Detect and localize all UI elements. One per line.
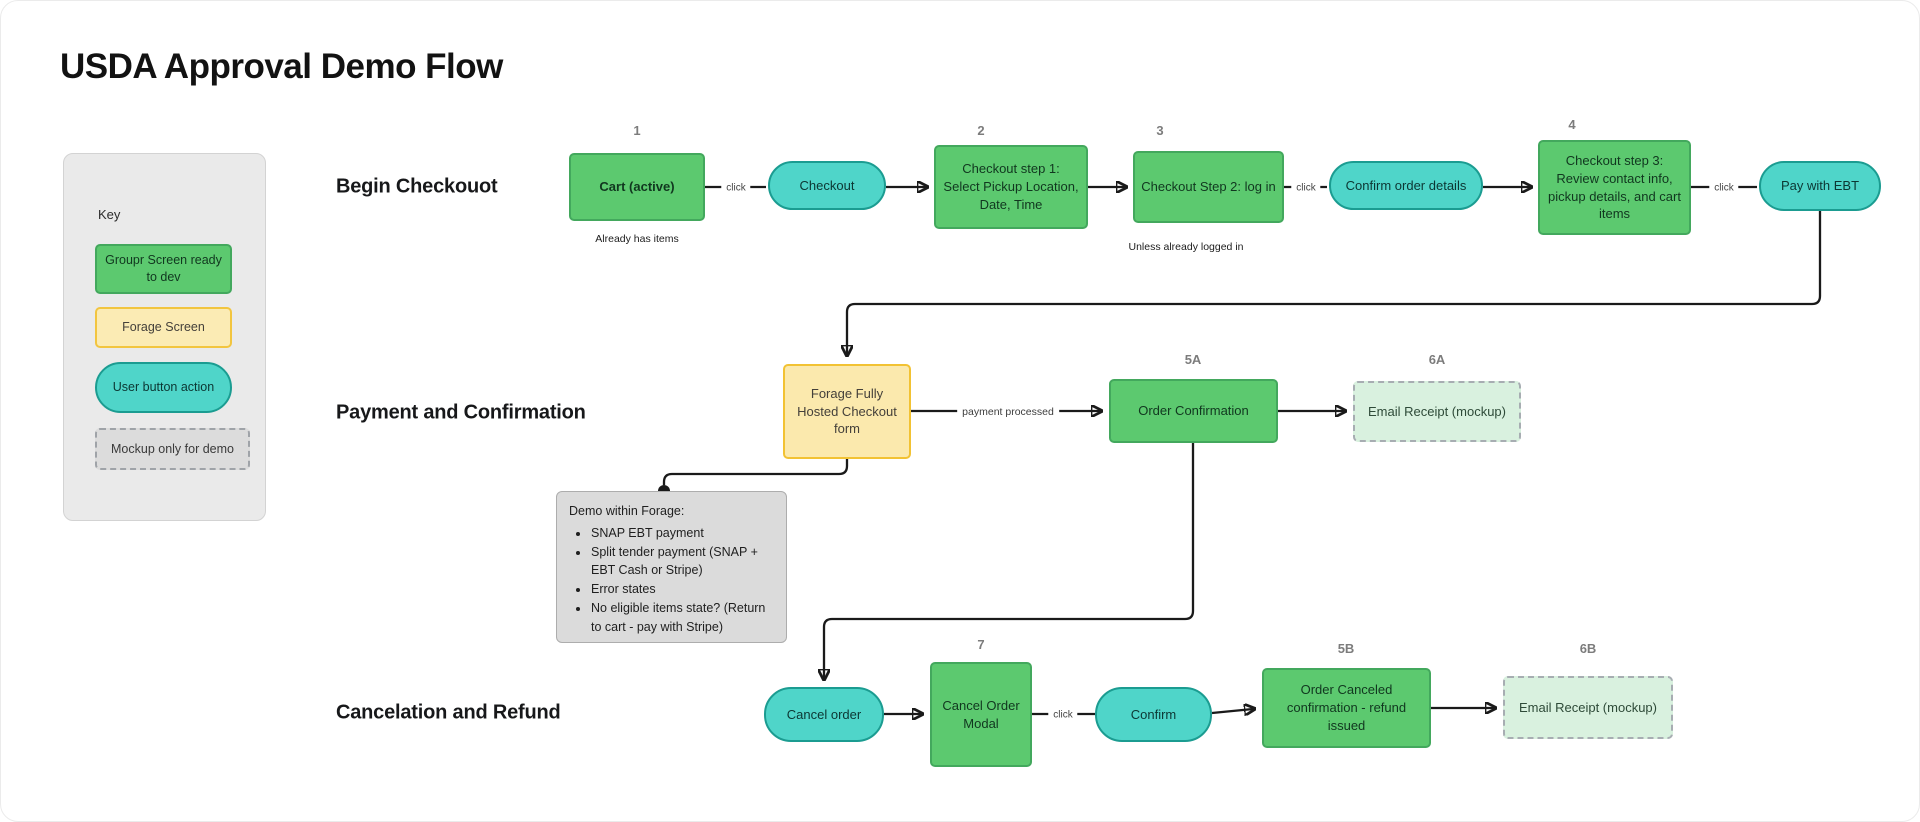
node-email-receipt-b[interactable]: Email Receipt (mockup) — [1503, 676, 1673, 739]
node-label: Pay with EBT — [1780, 178, 1860, 194]
key-panel: Key Groupr Screen ready to dev Forage Sc… — [63, 153, 266, 521]
step-number-6b: 6B — [1579, 641, 1597, 656]
caption-unless-logged-in: Unless already logged in — [1128, 241, 1244, 253]
step-number-7: 7 — [977, 637, 985, 652]
node-label: Confirm order details — [1345, 177, 1467, 193]
key-item-label: Mockup only for demo — [111, 441, 234, 456]
node-label: Order Canceled confirmation - refund iss… — [1286, 682, 1407, 733]
key-item-group-screen[interactable]: Groupr Screen ready to dev — [95, 244, 232, 294]
button-cancel-order[interactable]: Cancel order — [764, 687, 884, 742]
node-label: Cancel Order Modal — [942, 697, 1020, 731]
node-label: Email Receipt (mockup) — [1519, 699, 1657, 715]
row-label-cancelation-refund: Cancelation and Refund — [336, 701, 561, 724]
node-email-receipt-a[interactable]: Email Receipt (mockup) — [1353, 381, 1521, 442]
node-cart-active[interactable]: Cart (active) — [569, 153, 705, 221]
node-checkout-step1[interactable]: Checkout step 1: Select Pickup Location,… — [934, 145, 1088, 229]
step-number-1: 1 — [633, 123, 641, 138]
node-checkout-step3[interactable]: Checkout step 3: Review contact info, pi… — [1538, 140, 1691, 235]
edge-label-payment-processed: payment processed — [957, 406, 1059, 418]
key-item-user-button[interactable]: User button action — [95, 362, 232, 413]
step-number-3: 3 — [1156, 123, 1164, 138]
edge-orderconf-cancelorder — [824, 443, 1195, 678]
key-item-label: Forage Screen — [122, 320, 205, 335]
note-bullet: Split tender payment (SNAP + EBT Cash or… — [590, 543, 774, 581]
step-number-4: 4 — [1568, 117, 1576, 132]
button-confirm-order-details[interactable]: Confirm order details — [1329, 161, 1483, 210]
step-number-5b: 5B — [1337, 641, 1355, 656]
node-forage-checkout-form[interactable]: Forage Fully Hosted Checkout form — [783, 364, 911, 459]
key-item-label: Groupr Screen ready to dev — [105, 253, 222, 284]
step-number-2: 2 — [977, 123, 985, 138]
node-label: Confirm — [1130, 706, 1177, 722]
node-label: Email Receipt (mockup) — [1368, 403, 1506, 419]
note-bullet: No eligible items state? (Return to cart… — [590, 599, 774, 637]
edge-forage-note — [662, 459, 849, 485]
key-item-forage-screen[interactable]: Forage Screen — [95, 307, 232, 348]
node-label: Order Confirmation — [1138, 403, 1249, 419]
note-bullet: Error states — [590, 580, 774, 599]
page-title: USDA Approval Demo Flow — [60, 47, 503, 86]
note-bullet-list: SNAP EBT payment Split tender payment (S… — [569, 524, 774, 637]
edge-payebt-forage — [847, 211, 1822, 354]
key-heading: Key — [98, 207, 121, 222]
edge-label-click-1: click — [721, 182, 751, 194]
button-confirm[interactable]: Confirm — [1095, 687, 1212, 742]
node-label: Cancel order — [786, 706, 862, 722]
node-order-canceled-confirmation[interactable]: Order Canceled confirmation - refund iss… — [1262, 668, 1431, 748]
node-checkout-step2[interactable]: Checkout Step 2: log in — [1133, 151, 1284, 223]
note-bullet: SNAP EBT payment — [590, 524, 774, 543]
node-label: Checkout step 3: Review contact info, pi… — [1548, 152, 1681, 222]
node-label: Forage Fully Hosted Checkout form — [797, 385, 897, 437]
node-label: Checkout step 1: Select Pickup Location,… — [943, 161, 1079, 212]
node-label: Cart (active) — [599, 179, 675, 195]
note-title: Demo within Forage: — [569, 504, 685, 518]
edge-label-click-4: click — [1048, 709, 1078, 721]
edge-label-click-2: click — [1291, 182, 1321, 194]
node-cancel-order-modal[interactable]: Cancel Order Modal — [930, 662, 1032, 767]
node-label: Checkout — [799, 177, 855, 193]
button-checkout[interactable]: Checkout — [768, 161, 886, 210]
node-label: Checkout Step 2: log in — [1141, 179, 1276, 195]
row-label-begin-checkout: Begin Checkouot — [336, 175, 498, 198]
step-number-5a: 5A — [1184, 352, 1202, 367]
button-pay-with-ebt[interactable]: Pay with EBT — [1759, 161, 1881, 211]
edge-label-click-3: click — [1709, 182, 1739, 194]
key-item-mockup[interactable]: Mockup only for demo — [95, 428, 250, 470]
note-demo-within-forage[interactable]: Demo within Forage: SNAP EBT payment Spl… — [556, 491, 787, 643]
node-order-confirmation[interactable]: Order Confirmation — [1109, 379, 1278, 443]
step-number-6a: 6A — [1428, 352, 1446, 367]
key-item-label: User button action — [112, 380, 215, 395]
caption-already-has-items: Already has items — [595, 233, 679, 245]
row-label-payment-confirmation: Payment and Confirmation — [336, 401, 586, 424]
edge-confirm-canceledconf — [1211, 709, 1253, 713]
